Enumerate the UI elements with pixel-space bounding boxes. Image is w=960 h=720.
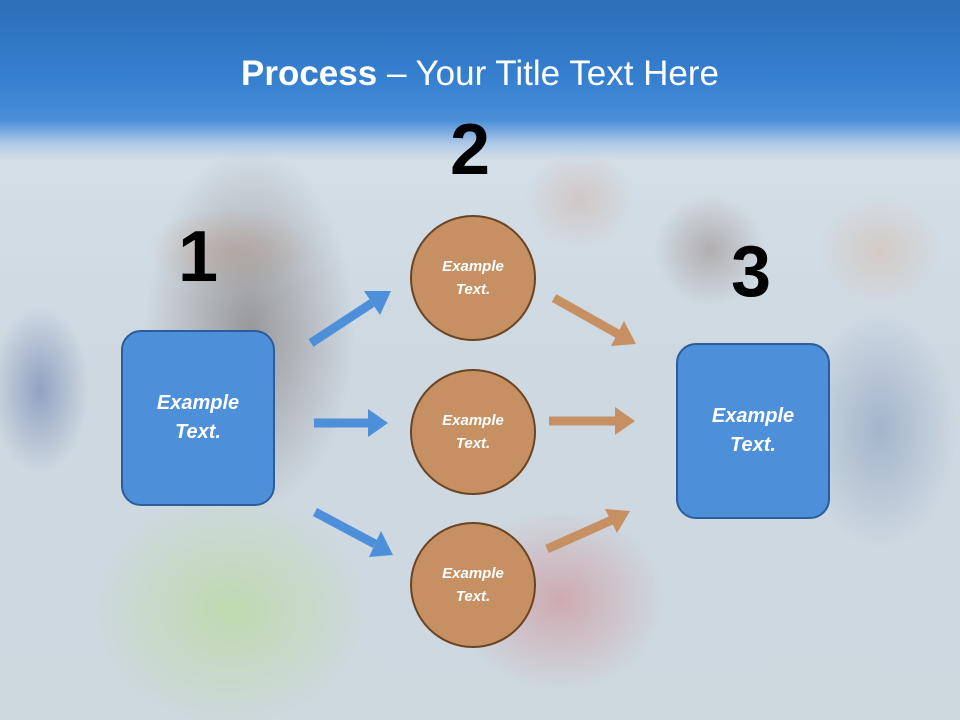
step-3-box[interactable]: Example Text.: [676, 343, 830, 519]
step-2-top-text: Example Text.: [442, 258, 504, 298]
arrow-down-right-icon: [312, 508, 393, 557]
step-1-box[interactable]: Example Text.: [121, 330, 275, 506]
step-2-circle-bottom[interactable]: Example Text.: [410, 522, 536, 648]
step-3-text: Example Text.: [711, 405, 795, 456]
step-2-circle-middle[interactable]: Example Text.: [410, 369, 536, 495]
title-bar: [0, 0, 960, 160]
blue-arrows: [308, 291, 393, 557]
step-2-middle-text: Example Text.: [442, 412, 504, 452]
step-1-text: Example Text.: [156, 392, 240, 443]
step-number-1: 1: [178, 217, 219, 297]
orange-arrows: [545, 294, 636, 554]
arrow-down-right-icon: [551, 294, 636, 346]
arrow-up-right-icon: [545, 509, 630, 554]
step-2-bottom-text: Example Text.: [442, 565, 504, 605]
arrow-right-icon: [549, 407, 635, 435]
arrow-right-icon: [314, 409, 388, 437]
step-2-circle-top[interactable]: Example Text.: [410, 215, 536, 341]
title-bold: Process: [241, 54, 378, 93]
step-number-3: 3: [731, 232, 772, 312]
arrow-up-right-icon: [308, 291, 391, 347]
title-rest: – Your Title Text Here: [377, 54, 719, 93]
slide-title: Process – Your Title Text Here: [0, 52, 960, 96]
step-number-2: 2: [450, 110, 491, 190]
